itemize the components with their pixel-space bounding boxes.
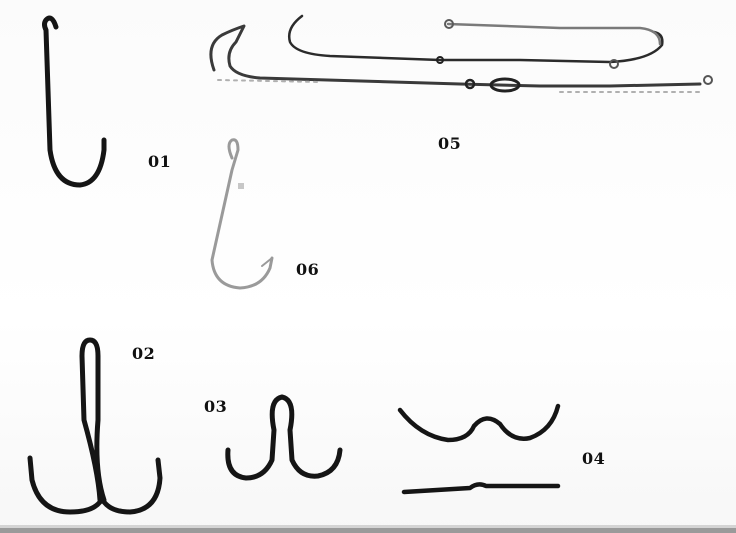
label-03: 03 [204, 397, 227, 416]
hook-04-drawing [400, 406, 558, 492]
hook-02-left-bend [30, 458, 100, 512]
hook-01-drawing [45, 18, 105, 185]
hook-06-mark [238, 183, 244, 189]
hook-01-shank [45, 18, 105, 185]
label-02: 02 [132, 344, 155, 363]
hook-05-leader-top [448, 24, 660, 44]
hook-03-body [228, 397, 340, 478]
hook-05-end-ring [704, 76, 712, 84]
hook-06-drawing [212, 140, 272, 288]
hook-05-drawing [211, 16, 712, 92]
frame-edge [0, 528, 736, 533]
hook-02-right-bend [104, 460, 160, 512]
hook-04-upper-wire [400, 406, 558, 440]
label-04: 04 [582, 449, 605, 468]
hook-05-leader-bottom [211, 26, 700, 86]
hook-02-body [82, 340, 104, 500]
hook-05-leader-middle [289, 16, 662, 62]
hook-04-lower-wire [404, 484, 558, 492]
hook-02-drawing [30, 340, 160, 512]
label-05: 05 [438, 134, 461, 153]
label-06: 06 [296, 260, 319, 279]
hook-03-drawing [228, 397, 340, 478]
label-01: 01 [148, 152, 171, 171]
